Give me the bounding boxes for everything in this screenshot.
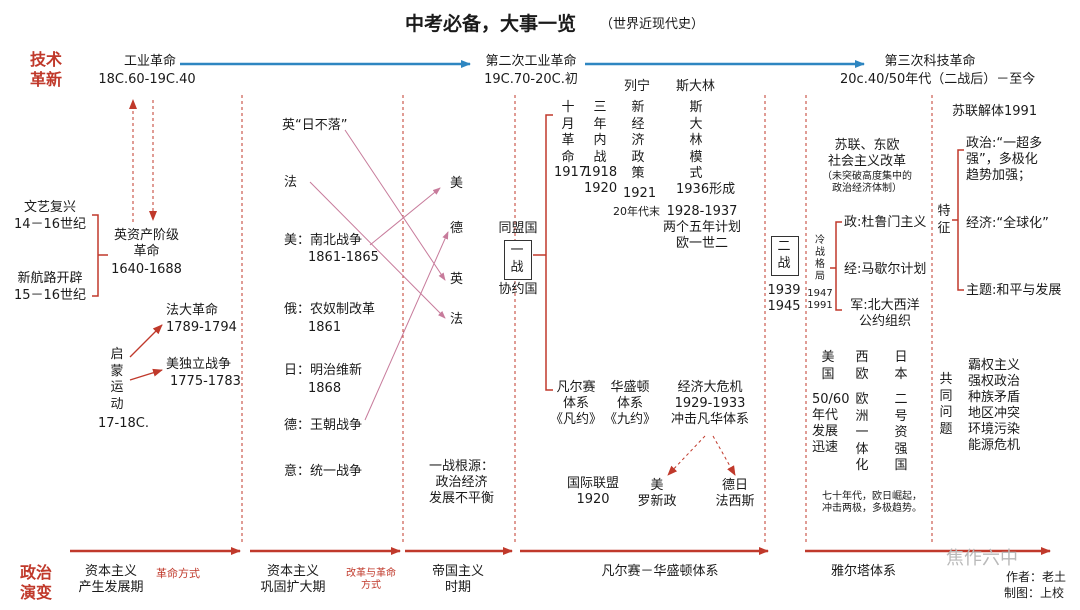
period-4: 凡尔赛－华盛顿体系	[601, 564, 719, 579]
french-revolution-date: 1789-1794	[166, 320, 237, 335]
italy-unification: 意：统一战争	[284, 464, 363, 479]
germany-japan-fascism: 德日 法西斯	[715, 478, 755, 509]
nep-note: 20年代末	[613, 205, 660, 218]
page-subtitle: （世界近现代史）	[600, 17, 705, 32]
japan: 日 本	[894, 350, 908, 382]
us-civil-war: 美：南北战争	[284, 233, 363, 248]
maker-credit: 制图：上校	[1004, 586, 1065, 600]
japan-meiji-date: 1868	[308, 381, 342, 396]
english-revolution: 英资产阶级 革命	[113, 228, 179, 259]
japan-meiji: 日：明治维新	[284, 363, 363, 378]
germany-wars: 德：王朝战争	[284, 418, 363, 433]
rank-1: 美	[450, 176, 464, 191]
western-europe-note: 欧 洲 一 体 化	[855, 392, 869, 473]
third-tech-revolution: 第三次科技革命	[884, 54, 976, 69]
problem-list: 霸权主义 强权政治 种族矛盾 地区冲突 环境污染 能源危机	[968, 358, 1021, 453]
ww2-box	[771, 236, 799, 276]
japan-note: 二 号 资 强 国	[894, 392, 908, 473]
western-europe: 西 欧	[855, 350, 869, 382]
feature-economy: 经济:“全球化”	[966, 216, 1049, 231]
nato: 军:北大西洋 公约组织	[850, 298, 920, 329]
civil-war-date: 1918 1920	[584, 165, 618, 196]
league-of-nations: 国际联盟 1920	[566, 476, 619, 507]
english-revolution-date: 1640-1688	[111, 262, 182, 277]
first-industrial-revolution: 工业革命	[123, 54, 176, 69]
stalin-model-date: 1936形成	[676, 182, 736, 197]
stalin: 斯大林	[676, 79, 716, 94]
period-3: 帝国主义 时期	[431, 564, 484, 595]
civil-war: 三 年 内 战	[593, 100, 607, 165]
ww2-date: 1939 1945	[767, 283, 801, 314]
renaissance: 文艺复兴	[23, 200, 76, 215]
feature-theme: 主题:和平与发展	[966, 283, 1062, 298]
cold-war-date: 1947 1991	[807, 288, 833, 311]
ww1: 一 战	[510, 243, 524, 275]
us-independence-date: 1775-1783	[170, 374, 241, 389]
common-problems: 共 同 问 题	[939, 372, 953, 437]
third-tech-date: 20c.40/50年代（二战后）－至今	[840, 72, 1036, 87]
new-route-date: 15－16世纪	[13, 288, 87, 303]
uk-empire: 英“日不落”	[282, 118, 348, 133]
enlightenment-date: 17-18C.	[98, 416, 149, 431]
usa-note: 50/60 年代 发展 迅速	[812, 392, 850, 455]
truman-doctrine: 政:杜鲁门主义	[844, 215, 927, 230]
nep-date: 1921	[623, 186, 657, 201]
column-separators	[241, 95, 933, 545]
feature-politics: 政治:“一超多 强”，多极化 趋势加强；	[966, 136, 1043, 183]
new-route: 新航路开辟	[17, 271, 83, 286]
rank-3: 英	[450, 272, 464, 287]
new-economic-policy: 新 经 济 政 策	[631, 100, 645, 181]
author-credit: 作者：老土	[1006, 570, 1067, 584]
october-revolution-date: 1917	[554, 165, 588, 180]
great-depression: 经济大危机 1929-1933 冲击凡华体系	[670, 380, 749, 427]
cold-war: 冷 战 格 局	[815, 235, 825, 282]
features: 特 征	[937, 204, 951, 236]
row-label-politics: 政治 演变	[20, 563, 53, 602]
rank-2: 德	[450, 221, 464, 236]
france: 法	[284, 175, 298, 190]
russia-reform-date: 1861	[308, 320, 342, 335]
versailles-system: 凡尔赛 体系 《凡约》	[549, 380, 602, 427]
october-revolution: 十 月 革 命	[561, 100, 575, 165]
ww1-cause: 一战根源： 政治经济 发展不平衡	[428, 459, 494, 506]
socialist-reform: 苏联、东欧 社会主义改革	[827, 138, 906, 169]
second-industrial-revolution: 第二次工业革命	[485, 54, 577, 69]
french-revolution: 法大革命	[166, 303, 219, 318]
lenin: 列宁	[624, 79, 651, 94]
ww2: 二 战	[777, 239, 791, 271]
period-1: 资本主义 产生发展期	[78, 564, 144, 595]
first-industrial-date: 18C.60-19C.40	[98, 72, 196, 87]
socialist-reform-note: （未突破高度集中的 政治经济体制）	[822, 171, 912, 194]
marshall-plan: 经:马歇尔计划	[844, 262, 927, 277]
us-independence: 美独立战争	[166, 357, 232, 372]
second-industrial-date: 19C.70-20C.初	[484, 72, 578, 87]
period-1-note: 革命方式	[156, 567, 200, 580]
rank-4: 法	[450, 312, 464, 327]
central-powers: 同盟国	[498, 221, 538, 236]
period-5: 雅尔塔体系	[830, 564, 896, 579]
period-2-note: 改革与革命 方式	[346, 568, 396, 591]
five-year-plans: 1928-1937 两个五年计划 欧一世二	[662, 204, 741, 251]
russia-reform: 俄：农奴制改革	[284, 302, 376, 317]
watermark: 焦作六中	[946, 548, 1018, 569]
enlightenment: 启 蒙 运 动	[110, 347, 124, 412]
washington-system: 华盛顿 体系 《九约》	[603, 380, 656, 427]
allied-powers: 协约国	[498, 282, 538, 297]
renaissance-date: 14－16世纪	[13, 217, 87, 232]
us-new-deal: 美 罗新政	[637, 478, 677, 509]
stalin-model: 斯 大 林 模 式	[689, 100, 703, 181]
page-title: 中考必备，大事一览	[405, 13, 577, 35]
ww1-box	[504, 240, 532, 280]
us-civil-war-date: 1861-1865	[308, 250, 379, 265]
usa: 美 国	[821, 350, 835, 382]
seventies-note: 七十年代，欧日崛起， 冲击两极，多极趋势。	[822, 491, 922, 514]
ussr-collapse: 苏联解体1991	[952, 104, 1038, 119]
period-2: 资本主义 巩固扩大期	[260, 564, 326, 595]
row-label-tech: 技术 革新	[30, 50, 63, 89]
